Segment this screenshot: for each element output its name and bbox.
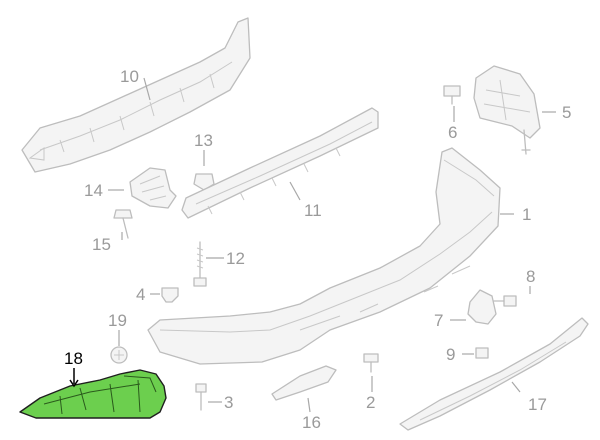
callout-2[interactable]: 2 <box>366 393 375 412</box>
callout-19[interactable]: 19 <box>108 311 127 330</box>
part-19-clip[interactable] <box>110 346 128 364</box>
leader-lines <box>108 77 556 413</box>
callout-1[interactable]: 1 <box>522 205 531 224</box>
part-16-trim[interactable] <box>271 365 337 401</box>
callout-8[interactable]: 8 <box>526 267 535 286</box>
callout-14[interactable]: 14 <box>84 181 103 200</box>
callout-12[interactable]: 12 <box>226 249 245 268</box>
part-5-side-bracket[interactable] <box>473 65 541 155</box>
callout-11[interactable]: 11 <box>304 201 322 220</box>
callout-7[interactable]: 7 <box>434 311 443 330</box>
part-12-long-bolt[interactable] <box>193 241 207 287</box>
callout-13[interactable]: 13 <box>194 131 213 150</box>
part-15-bolt[interactable] <box>113 209 133 239</box>
callout-labels: 10 14 15 13 11 12 4 19 6 5 1 8 7 9 17 16… <box>64 67 571 432</box>
part-11-reinforcement-bar[interactable] <box>181 107 379 219</box>
part-2-push-clip[interactable] <box>363 353 379 373</box>
part-8-bolt[interactable] <box>493 295 517 307</box>
callout-18[interactable]: 18 <box>64 349 83 368</box>
callout-16[interactable]: 16 <box>302 413 321 432</box>
part-4-clip[interactable] <box>161 287 179 303</box>
part-14-bracket[interactable] <box>129 167 177 209</box>
callout-9[interactable]: 9 <box>446 345 455 364</box>
leader-18-arrow <box>69 379 79 388</box>
part-7-bracket[interactable] <box>467 289 497 325</box>
callout-5[interactable]: 5 <box>562 103 571 122</box>
callout-17[interactable]: 17 <box>528 395 547 414</box>
part-9-clip[interactable] <box>475 347 489 359</box>
part-18-corner-trim-highlighted[interactable] <box>19 369 167 419</box>
callout-4[interactable]: 4 <box>136 285 145 304</box>
part-10-upper-bracket[interactable] <box>21 17 251 173</box>
callout-6[interactable]: 6 <box>448 123 457 142</box>
callout-10[interactable]: 10 <box>120 67 139 86</box>
part-17-lower-molding[interactable] <box>399 317 589 431</box>
callout-15[interactable]: 15 <box>92 235 111 254</box>
part-1-bumper-cover[interactable] <box>147 147 501 365</box>
part-3-bolt[interactable] <box>195 383 207 411</box>
part-6-screw[interactable] <box>443 85 461 105</box>
callout-3[interactable]: 3 <box>224 393 233 412</box>
